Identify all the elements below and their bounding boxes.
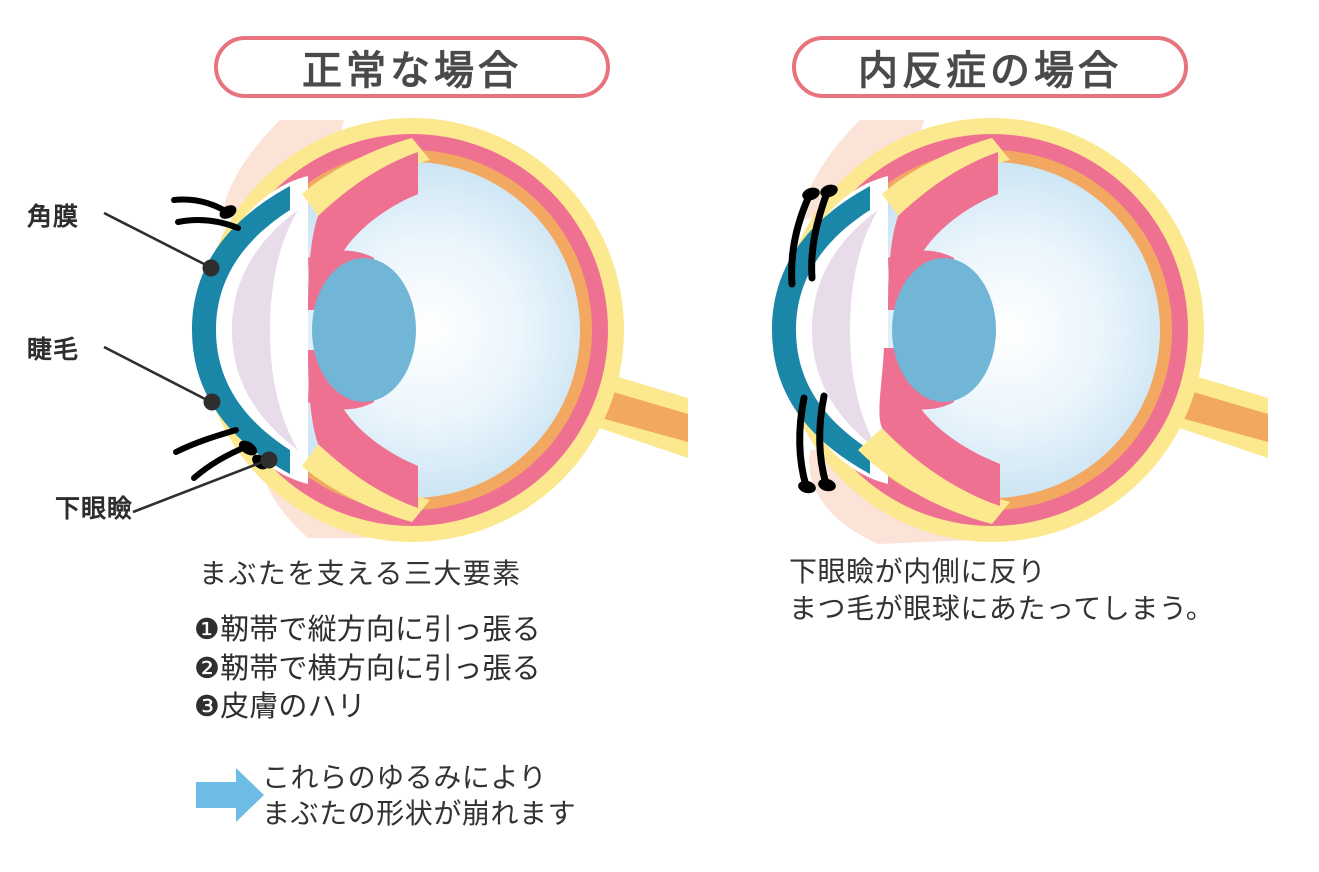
result-text: これらのゆるみにより まぶたの形状が崩れます: [262, 762, 577, 830]
eye-cross-section-entropion: [772, 118, 1268, 544]
panel-title-entropion: 内反症の場合: [792, 36, 1188, 98]
list-item: ❶靭帯で縦方向に引っ張る: [194, 614, 541, 646]
cornea: [772, 186, 870, 474]
upper-conjunctiva: [888, 152, 998, 310]
callout-label-lower-eyelid: 下眼瞼: [55, 495, 134, 523]
support-factors-heading: まぶたを支える三大要素: [199, 558, 522, 589]
lower-lash-tips: [798, 478, 836, 494]
entropion-caption: 下眼瞼が内側に反り まつ毛が眼球にあたってしまう。: [789, 556, 1215, 625]
lens: [312, 258, 416, 402]
panel-title-normal: 正常な場合: [214, 36, 610, 98]
support-factors-list: ❶靭帯で縦方向に引っ張る ❷靭帯で横方向に引っ張る ❸皮膚のハリ: [194, 611, 541, 727]
right-arrow-icon: [196, 768, 264, 822]
lens: [892, 258, 996, 402]
list-item: ❷靭帯で横方向に引っ張る: [194, 652, 541, 685]
upper-lash-tips: [219, 205, 237, 219]
callout-label-eyelash: 睫毛: [27, 336, 80, 364]
eye-cross-section-normal: [171, 118, 688, 542]
lower-tarsal-plate-inverted: [858, 428, 1010, 524]
anterior-chamber: [232, 210, 298, 450]
list-item: ❸皮膚のハリ: [194, 691, 366, 724]
upper-conjunctiva: [308, 152, 418, 310]
lower-conjunctiva: [308, 350, 418, 508]
upper-lash-tips: [802, 184, 838, 201]
anterior-chamber: [812, 210, 878, 450]
callout-label-cornea: 角膜: [27, 203, 80, 231]
upper-eyelashes-inturned: [788, 186, 832, 288]
lower-eyelashes-inturned: [796, 392, 830, 490]
